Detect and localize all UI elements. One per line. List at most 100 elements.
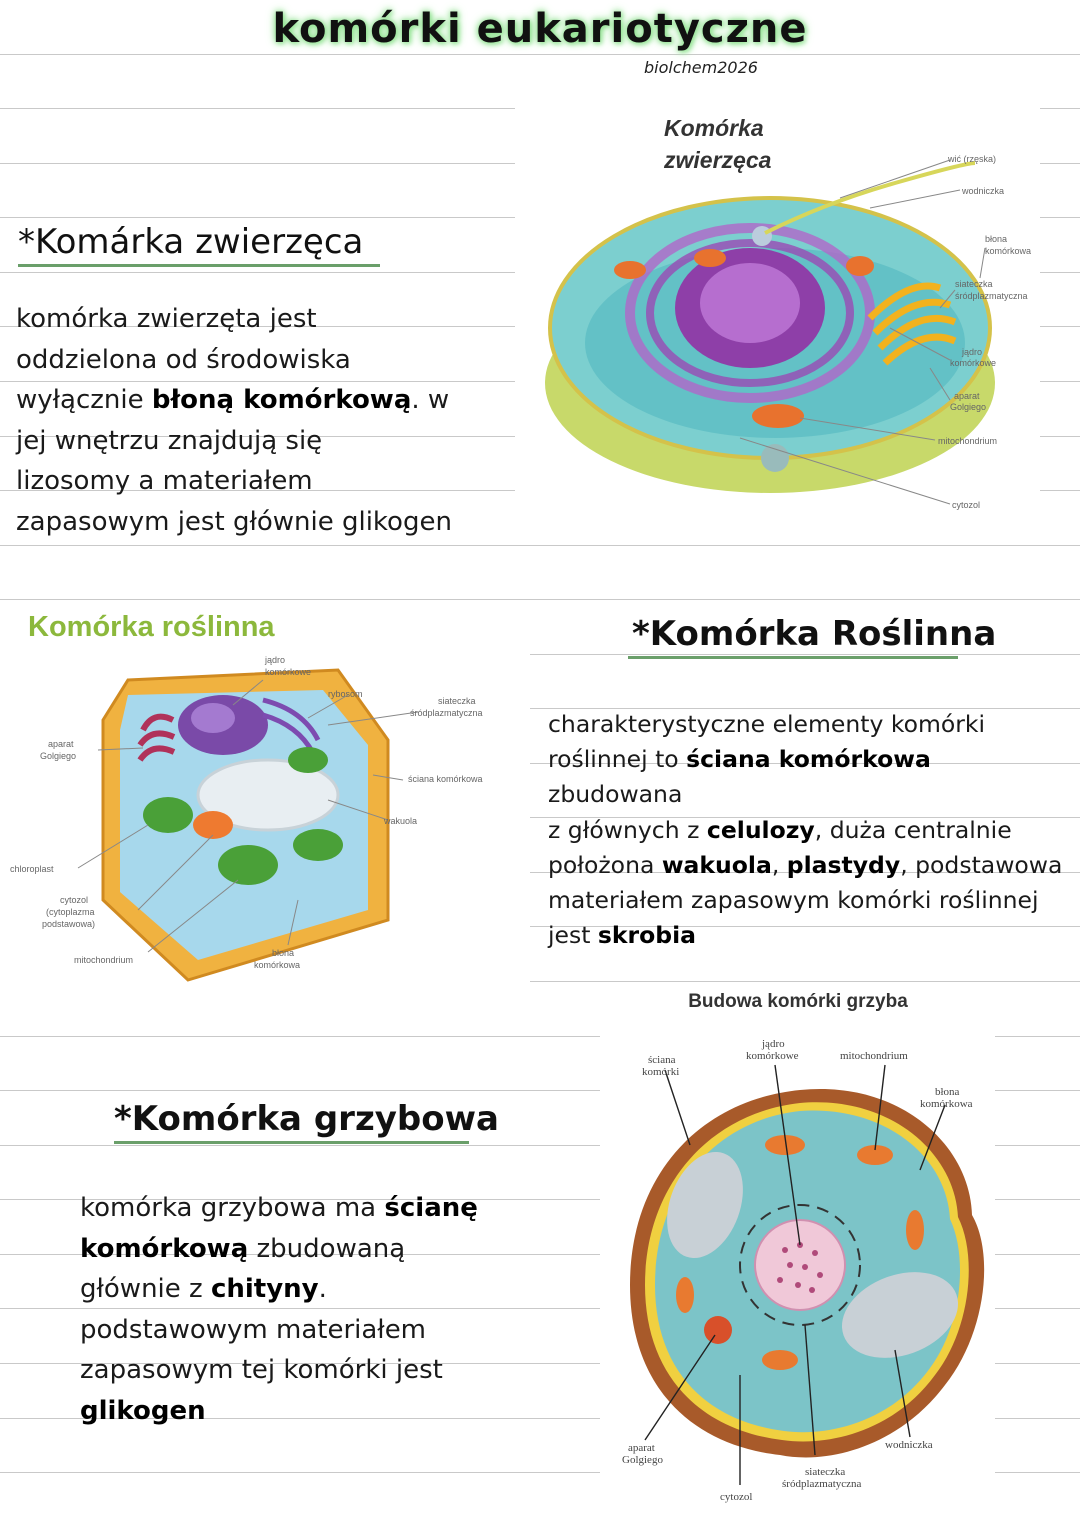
fungus-cell-heading-text: *Komórka grzybowa [114,1099,499,1139]
bold-term: ścianę [384,1193,478,1223]
author-signature: biolchem2026 [644,58,758,77]
fungal-nucleus [754,1219,846,1311]
bold-term: błoną komórkową [151,385,412,415]
plant-cell-heading-text: *Komórka Roślinna [632,614,997,654]
text-line: jej wnętrzu znajdują się [16,425,323,456]
label-golgi-1: aparat [954,391,980,401]
animal-cell-heading: *Komárka zwierzęca [18,222,380,267]
fungus-label-nucleus-1: jądro [761,1038,785,1050]
plant-label-golgi-2: Golgiego [40,751,76,761]
plant-label-cytozol-1: cytozol [60,895,88,905]
plant-label-chloroplast: chloroplast [10,864,54,874]
plant-label-vacuole: wakuola [383,816,417,826]
text-line: wyłącznie błoną komórkową. w [16,385,450,415]
plant-figure-title: Komórka roślinna [28,611,275,643]
text-line: z głównych z celulozy, duża centralnie [548,815,1012,844]
text-line: materiałem zapasowym komórki roślinnej [548,886,1039,915]
plant-label-ribosome: rybosom [328,689,363,699]
mitochondrion [752,404,804,428]
text-line: glikogen [80,1391,580,1432]
text-line: oddzielona od środowiska [16,344,351,375]
plant-cell-description: charakterystyczne elementy komórki roślin… [548,707,1068,953]
fungus-label-golgi-1: aparat [628,1442,655,1454]
label-er-1: siateczka [955,279,993,289]
fungus-label-er-2: śródplazmatyczna [782,1478,862,1490]
bold-term: skrobia [597,921,697,950]
plant-cell-diagram: Komórka roślinna jądro komórkowe rybosom… [10,611,483,982]
text-line: położona wakuola, plastydy, podstawowa [548,850,1063,879]
label-nucleus-2: komórkowe [950,358,996,368]
plant-label-er-1: siateczka [438,696,476,706]
bold-term: celulozy [706,815,815,844]
fungus-cell-diagram: Budowa komórki grzyba ściana komórki jąd… [622,991,985,1503]
golgi-apparatus [867,282,957,366]
chloroplast [143,797,193,833]
bold-term: ściana komórkowa [686,745,931,774]
label-membrane-2: komórkowa [985,246,1031,256]
bold-term: glikogen [80,1395,206,1426]
bold-term: plastydy [786,850,901,879]
text-line: lizosomy a materiałem [16,466,313,496]
fungus-label-golgi-2: Golgiego [622,1454,663,1466]
flagellum [764,161,976,235]
plant-mitochondrion [193,811,233,839]
plant-label-nucleus-2: komórkowe [265,667,311,677]
plant-vacuole [196,758,340,832]
animal-heading-underline [18,264,380,267]
text-line: komórkową zbudowaną [80,1233,406,1264]
fungus-label-membrane-1: błona [935,1086,960,1098]
animal-figure-title-2: zwierzęca [663,147,772,173]
plant-label-membrane-1: błona [272,948,294,958]
plant-label-mitochondrium: mitochondrium [74,955,133,965]
label-golgi-2: Golgiego [950,402,986,412]
plant-label-cytozol-2: (cytoplazma [46,907,95,917]
endoplasmic-reticulum [625,223,875,403]
fungus-label-membrane-2: komórkowa [920,1098,973,1110]
fungus-label-mitochondrium: mitochondrium [840,1050,908,1062]
label-flagellum: wić (rzęska) [947,154,996,164]
plant-golgi [137,713,176,762]
label-vacuole: wodniczka [961,186,1004,196]
label-er-2: śródplazmatyczna [955,291,1028,301]
label-nucleus-1: jądro [961,347,982,357]
fungus-cell-description: komórka grzybowa ma ścianę komórkową zbud… [80,1188,580,1431]
plant-heading-underline [628,656,958,659]
text-line: roślinnej to ściana komórkowa zbudowana [548,745,931,809]
plant-label-membrane-2: komórkowa [254,960,300,970]
fungal-vacuole [667,1151,743,1259]
fungal-mitochondrion [765,1135,805,1155]
animal-figure-title-1: Komórka [664,115,764,141]
text-line: komórka grzybowa ma ścianę [80,1193,478,1223]
plant-label-cytozol-3: podstawowa) [42,919,95,929]
text-line: jest skrobia [548,921,697,950]
fungus-label-nucleus-2: komórkowe [746,1050,799,1062]
text-line: charakterystyczne elementy komórki [548,710,986,738]
fungal-golgi [704,1316,732,1344]
plant-label-cell-wall: ściana komórkowa [408,774,483,784]
label-mitochondrium: mitochondrium [938,436,997,446]
fungus-label-er-1: siateczka [805,1466,845,1478]
plant-label-nucleus-1: jądro [264,655,285,665]
text-line: podstawowym materiałem [80,1314,427,1345]
text-line: zapasowym tej komórki jest [80,1355,443,1385]
fungus-cell-heading: *Komórka grzybowa [114,1099,499,1144]
plant-label-golgi-1: aparat [48,739,74,749]
fungus-label-wall-1: ściana [648,1054,676,1066]
label-membrane-1: błona [985,234,1007,244]
text-line: zapasowym jest głównie glikogen [16,506,452,537]
bold-term: wakuola [661,850,772,879]
fungus-label-vacuole: wodniczka [885,1439,933,1451]
fungus-label-wall-2: komórki [642,1066,679,1078]
text-line: głównie z chityny. [80,1274,327,1304]
bold-term: komórkową [80,1233,249,1264]
plant-cell-heading: *Komórka Roślinna [628,614,997,659]
fungal-er [739,1204,861,1326]
animal-cell-heading-text: *Komárka zwierzęca [18,222,364,262]
fungus-figure-title: Budowa komórki grzyba [688,991,908,1012]
label-cytozol: cytozol [952,500,980,510]
page-title: komórki eukariotyczne [272,6,808,52]
text-line: komórka zwierzęta jest [16,304,317,334]
animal-cell-diagram: Komórka zwierzęca wić (rzęska) wodniczka… [545,115,1031,510]
plant-label-er-2: śródplazmatyczna [410,708,483,718]
animal-cell-description: komórka zwierzęta jest oddzielona od środ… [16,299,516,542]
